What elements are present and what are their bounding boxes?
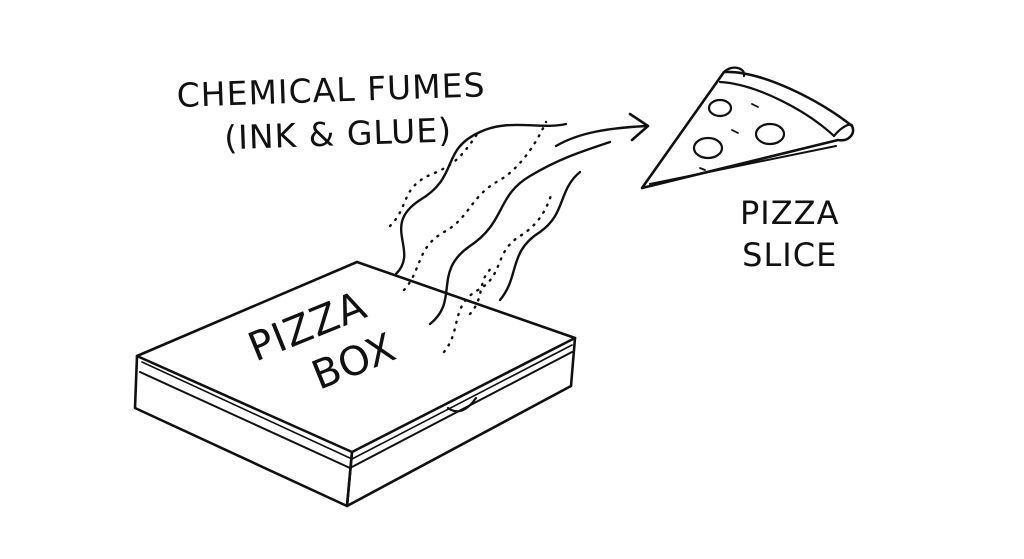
box-thumb-notch xyxy=(446,396,478,413)
pizza-slice xyxy=(640,66,855,190)
slice-label-line-1: PIZZA xyxy=(740,194,840,232)
fumes xyxy=(388,112,650,354)
fume-dots-3 xyxy=(442,190,554,354)
fume-arrow-line xyxy=(554,124,648,148)
fume-line-3 xyxy=(498,170,582,302)
box-lid-ridge xyxy=(141,344,573,460)
slice-crust-curl xyxy=(722,66,746,78)
slice-label: PIZZA SLICE xyxy=(740,192,839,276)
fume-line-1 xyxy=(394,122,568,276)
fume-line-2 xyxy=(428,140,612,326)
fume-dots-4 xyxy=(468,264,496,316)
topping-bit-3 xyxy=(699,167,706,171)
slice-crust-end xyxy=(832,123,854,138)
slice-bottom-edge xyxy=(649,145,837,185)
fume-arrow-head xyxy=(628,112,650,142)
fumes-label: CHEMICAL FUMES (INK & GLUE) xyxy=(176,63,488,162)
pizza-box xyxy=(133,260,577,508)
slice-crust-inner xyxy=(718,80,836,138)
fume-dots-2 xyxy=(402,120,548,292)
box-lid-edge xyxy=(139,351,573,469)
topping-bit-1 xyxy=(751,103,759,108)
slice-outline xyxy=(640,70,855,190)
pepperoni-3 xyxy=(754,122,786,146)
topping-bit-2 xyxy=(731,129,739,134)
pepperoni-2 xyxy=(692,136,724,160)
pepperoni-1 xyxy=(707,98,733,118)
slice-label-line-2: SLICE xyxy=(742,236,838,274)
box-front-right-face xyxy=(345,336,577,508)
